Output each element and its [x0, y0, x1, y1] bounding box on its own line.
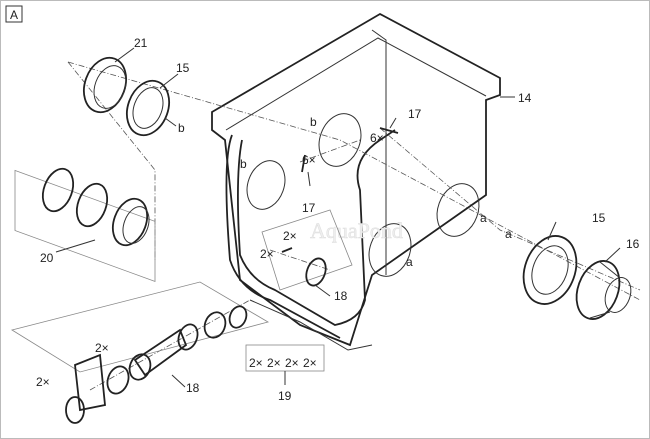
callout-15-right: 15 [592, 211, 606, 225]
callout-16: 16 [626, 237, 640, 251]
part-20-box [14, 169, 156, 282]
part-15-gasket-left [126, 79, 170, 137]
part-21-adapter [83, 56, 127, 114]
bolt-icon [301, 154, 306, 173]
leader-lines [55, 47, 621, 388]
port-hole [318, 113, 362, 167]
screw-icon [281, 247, 293, 253]
part-18-kit-box [261, 209, 353, 291]
qty-2x-a: 2× [283, 229, 297, 243]
part-15-gasket-right [522, 235, 578, 305]
callout-18-upper: 18 [334, 289, 348, 303]
qty-6x-right: 6× [370, 131, 384, 145]
callout-a-right: a [505, 227, 512, 241]
callout-17-right: 17 [408, 107, 422, 121]
callout-18-lower: 18 [186, 381, 200, 395]
port-hole [368, 223, 412, 277]
part-18-nut-ring [305, 257, 327, 287]
kit19-qty-4: 2× [303, 356, 317, 370]
bolt-icon [379, 127, 399, 134]
part-18-pipe-kit-box [10, 281, 270, 373]
callout-19: 19 [278, 389, 292, 403]
port-hole [246, 160, 286, 210]
callout-a-side: a [480, 211, 487, 225]
callout-b-ring: b [178, 121, 185, 135]
figure-letter: A [10, 8, 18, 22]
filter-tub [211, 12, 501, 351]
qty-2x-b: 2× [260, 247, 274, 261]
qty-2x-d: 2× [36, 375, 50, 389]
kit19-qty-2: 2× [267, 356, 281, 370]
qty-6x-left: 6× [302, 153, 316, 167]
callout-21: 21 [134, 36, 148, 50]
port-hole [436, 183, 480, 237]
qty-2x-c: 2× [95, 341, 109, 355]
callout-15-left: 15 [176, 61, 190, 75]
part-20-clamps [41, 167, 150, 247]
callout-a-front: a [406, 255, 413, 269]
callout-14: 14 [518, 91, 532, 105]
watermark: AquaPond [310, 218, 403, 243]
figure-letter-box [5, 5, 23, 23]
kit19-qty-1: 2× [249, 356, 263, 370]
part-16-flange [575, 260, 632, 320]
callout-b-back: b [310, 115, 317, 129]
kit19-qty-3: 2× [285, 356, 299, 370]
part-18-pipe-assembly [65, 305, 248, 424]
callout-17-left: 17 [302, 201, 316, 215]
callout-20: 20 [40, 251, 54, 265]
callout-b-left: b [240, 157, 247, 171]
